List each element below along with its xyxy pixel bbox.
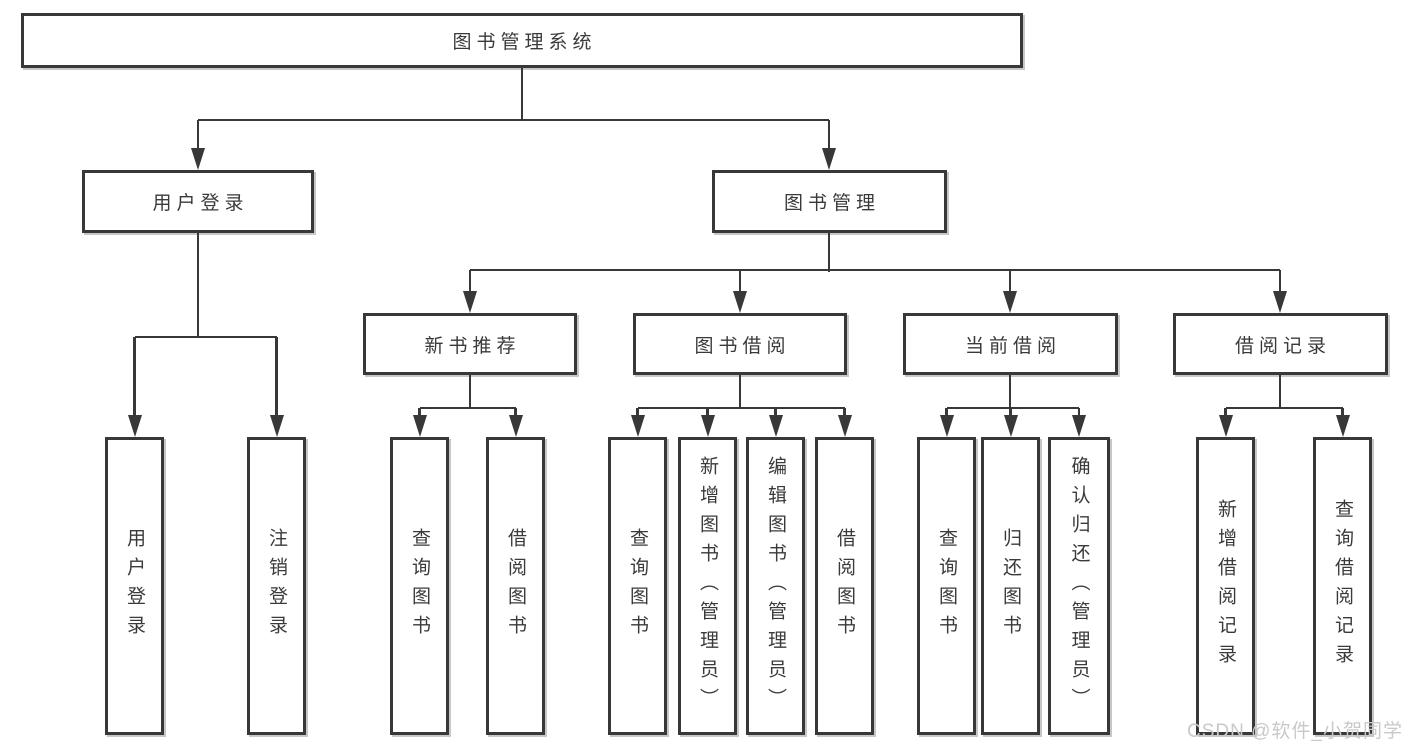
leaf-records-query-record: 查询借阅记录 bbox=[1313, 437, 1372, 735]
connector-drop-records bbox=[1278, 270, 1282, 293]
arrow-bor-add bbox=[700, 415, 715, 437]
leaf-borrow-edit-books-admin-label: 编辑图书（管理员） bbox=[765, 455, 786, 717]
connector-level3-bar bbox=[470, 268, 1280, 272]
node-book-borrow-label: 图书借阅 bbox=[694, 335, 791, 357]
arrow-bor-query bbox=[630, 415, 645, 437]
connector-drop-borrow bbox=[738, 270, 742, 293]
csdn-watermark: CSDN @软件_小贺同学 bbox=[1187, 721, 1403, 742]
arrow-rec-query bbox=[412, 415, 427, 437]
leaf-recommend-borrow-books-label: 借阅图书 bbox=[505, 528, 526, 644]
connector-borrow-stem bbox=[738, 375, 742, 409]
arrow-recommend bbox=[463, 291, 477, 313]
connector-drop-recd-add bbox=[1224, 408, 1227, 417]
connector-drop-cur-query bbox=[945, 408, 948, 417]
connector-records-stem bbox=[1278, 375, 1282, 409]
arrow-rec-borrow bbox=[508, 415, 523, 437]
connector-drop-bor-borrow bbox=[843, 408, 846, 417]
node-root-system: 图书管理系统 bbox=[21, 13, 1023, 68]
leaf-current-confirm-return-admin: 确认归还（管理员） bbox=[1048, 437, 1110, 735]
connector-drop-login bbox=[133, 337, 136, 417]
connector-level2-bar bbox=[198, 118, 829, 122]
node-borrow-records: 借阅记录 bbox=[1173, 313, 1388, 375]
arrow-current bbox=[1003, 291, 1017, 313]
node-current-borrow: 当前借阅 bbox=[903, 313, 1118, 375]
connector-drop-current bbox=[1008, 270, 1012, 293]
node-new-book-recommend-label: 新书推荐 bbox=[424, 335, 521, 357]
arrow-cur-confirm bbox=[1072, 415, 1086, 437]
leaf-current-query-books-label: 查询图书 bbox=[936, 528, 957, 644]
connector-drop-rec-borrow bbox=[514, 408, 517, 417]
arrow-borrow bbox=[733, 291, 747, 313]
leaf-records-query-record-label: 查询借阅记录 bbox=[1332, 499, 1353, 673]
arrow-login bbox=[127, 415, 142, 437]
connector-current-bar bbox=[946, 406, 1079, 410]
leaf-user-login-label: 用户登录 bbox=[124, 528, 145, 644]
leaf-current-confirm-return-admin-label: 确认归还（管理员） bbox=[1068, 455, 1090, 717]
connector-recommend-stem bbox=[468, 375, 472, 409]
arrow-recd-query bbox=[1335, 415, 1350, 437]
node-borrow-records-label: 借阅记录 bbox=[1234, 335, 1331, 357]
leaf-recommend-query-books: 查询图书 bbox=[390, 437, 449, 735]
leaf-records-add-record: 新增借阅记录 bbox=[1196, 437, 1255, 735]
connector-login-bar bbox=[134, 335, 277, 339]
node-book-management: 图书管理 bbox=[712, 170, 947, 233]
connector-drop-rec-query bbox=[418, 408, 421, 417]
leaf-borrow-edit-books-admin: 编辑图书（管理员） bbox=[746, 437, 805, 735]
connector-drop-book-mgmt bbox=[827, 120, 831, 150]
connector-drop-recd-query bbox=[1341, 408, 1344, 417]
connector-drop-user-login bbox=[196, 120, 200, 150]
arrow-bor-edit bbox=[768, 415, 783, 437]
node-new-book-recommend: 新书推荐 bbox=[363, 313, 577, 375]
connector-drop-logout bbox=[275, 337, 278, 417]
connector-drop-bor-add bbox=[706, 408, 709, 417]
node-book-management-label: 图书管理 bbox=[783, 193, 880, 214]
leaf-current-query-books: 查询图书 bbox=[917, 437, 976, 735]
connector-current-stem bbox=[1008, 375, 1012, 409]
leaf-logout: 注销登录 bbox=[247, 437, 306, 735]
leaf-borrow-borrow-books: 借阅图书 bbox=[815, 437, 874, 735]
arrow-user-login bbox=[191, 148, 205, 170]
leaf-borrow-borrow-books-label: 借阅图书 bbox=[834, 528, 855, 644]
leaf-borrow-add-books-admin: 新增图书（管理员） bbox=[678, 437, 737, 735]
leaf-borrow-add-books-admin-label: 新增图书（管理员） bbox=[697, 455, 718, 717]
connector-drop-bor-edit bbox=[774, 408, 777, 417]
connector-drop-cur-return bbox=[1009, 408, 1012, 417]
arrow-bor-borrow bbox=[837, 415, 852, 437]
connector-records-bar bbox=[1225, 406, 1343, 410]
arrow-logout bbox=[269, 415, 284, 437]
node-user-login-label: 用户登录 bbox=[152, 193, 249, 214]
leaf-current-return-books-label: 归还图书 bbox=[1000, 528, 1021, 644]
connector-recommend-bar bbox=[419, 406, 516, 410]
leaf-current-return-books: 归还图书 bbox=[981, 437, 1040, 735]
arrow-cur-query bbox=[939, 415, 954, 437]
arrow-recd-add bbox=[1218, 415, 1233, 437]
connector-drop-recommend bbox=[468, 270, 472, 293]
leaf-recommend-borrow-books: 借阅图书 bbox=[486, 437, 545, 735]
leaf-recommend-query-books-label: 查询图书 bbox=[409, 528, 430, 644]
leaf-user-login: 用户登录 bbox=[105, 437, 164, 735]
connector-drop-bor-query bbox=[636, 408, 639, 417]
connector-borrow-bar bbox=[637, 406, 845, 410]
connector-drop-cur-confirm bbox=[1077, 408, 1081, 417]
leaf-borrow-query-books: 查询图书 bbox=[608, 437, 667, 735]
node-user-login: 用户登录 bbox=[82, 170, 314, 233]
connector-login-stem bbox=[196, 233, 200, 338]
leaf-logout-label: 注销登录 bbox=[266, 528, 287, 644]
node-book-borrow: 图书借阅 bbox=[633, 313, 847, 375]
leaf-records-add-record-label: 新增借阅记录 bbox=[1215, 499, 1236, 673]
connector-mgmt-stem bbox=[827, 233, 831, 272]
arrow-records bbox=[1273, 291, 1287, 313]
arrow-cur-return bbox=[1003, 415, 1018, 437]
arrow-book-mgmt bbox=[822, 148, 836, 170]
node-root-label: 图书管理系统 bbox=[452, 32, 597, 53]
connector-root-stem bbox=[520, 68, 524, 121]
leaf-borrow-query-books-label: 查询图书 bbox=[627, 528, 648, 644]
node-current-borrow-label: 当前借阅 bbox=[964, 335, 1061, 357]
